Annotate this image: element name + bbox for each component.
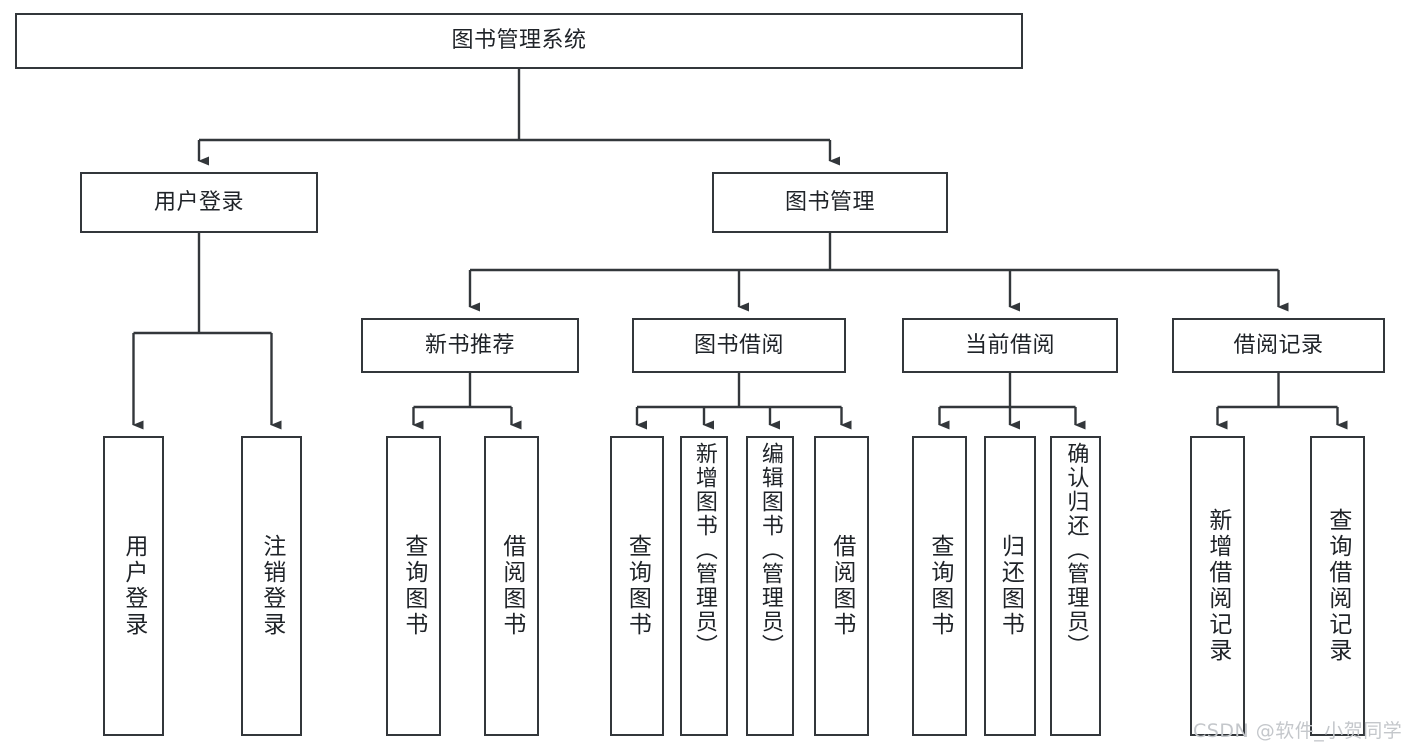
node-leaf-borrow-book-2[interactable]: 借阅图书 [814,436,869,736]
node-leaf-add-borrow-record[interactable]: 新增借阅记录 [1190,436,1245,736]
node-label: 确认归还（管理员） [1063,442,1089,658]
node-label: 借阅图书 [828,534,855,638]
node-label: 当前借阅 [964,332,1055,358]
node-leaf-query-book-2[interactable]: 查询图书 [610,436,664,736]
node-label: 查询借阅记录 [1324,508,1351,664]
node-leaf-borrow-book-1[interactable]: 借阅图书 [484,436,539,736]
node-label: 用户登录 [153,189,244,215]
node-new-book-recommend[interactable]: 新书推荐 [361,318,579,373]
node-label: 新书推荐 [424,332,515,358]
node-book-management[interactable]: 图书管理 [712,172,948,233]
node-label: 查询图书 [624,534,651,638]
node-label: 借阅记录 [1233,332,1324,358]
node-book-borrow[interactable]: 图书借阅 [632,318,846,373]
node-borrow-record[interactable]: 借阅记录 [1172,318,1385,373]
csdn-watermark: CSDN @软件_小贺同学 [1193,720,1403,742]
node-label: 图书借阅 [693,332,784,358]
node-leaf-add-book[interactable]: 新增图书（管理员） [680,436,728,736]
node-leaf-edit-book[interactable]: 编辑图书（管理员） [746,436,794,736]
node-user-login[interactable]: 用户登录 [80,172,318,233]
node-label: 编辑图书（管理员） [757,442,783,658]
node-label: 图书管理 [784,189,875,215]
node-label: 借阅图书 [498,534,525,638]
node-leaf-user-logout[interactable]: 注销登录 [241,436,302,736]
node-leaf-return-book[interactable]: 归还图书 [984,436,1036,736]
node-leaf-confirm-return[interactable]: 确认归还（管理员） [1050,436,1101,736]
node-root-root[interactable]: 图书管理系统 [15,13,1023,69]
node-current-borrow[interactable]: 当前借阅 [902,318,1118,373]
node-label: 新增借阅记录 [1204,508,1231,664]
node-leaf-query-borrow-record[interactable]: 查询借阅记录 [1310,436,1365,736]
node-leaf-query-book-1[interactable]: 查询图书 [386,436,441,736]
node-leaf-user-login[interactable]: 用户登录 [103,436,164,736]
node-label: 查询图书 [926,534,953,638]
node-label: 查询图书 [400,534,427,638]
node-label: 用户登录 [120,534,147,638]
node-label: 注销登录 [258,534,285,638]
node-label: 归还图书 [997,534,1024,638]
node-label: 新增图书（管理员） [691,442,717,658]
node-leaf-query-book-3[interactable]: 查询图书 [912,436,967,736]
node-label: 图书管理系统 [451,28,587,54]
